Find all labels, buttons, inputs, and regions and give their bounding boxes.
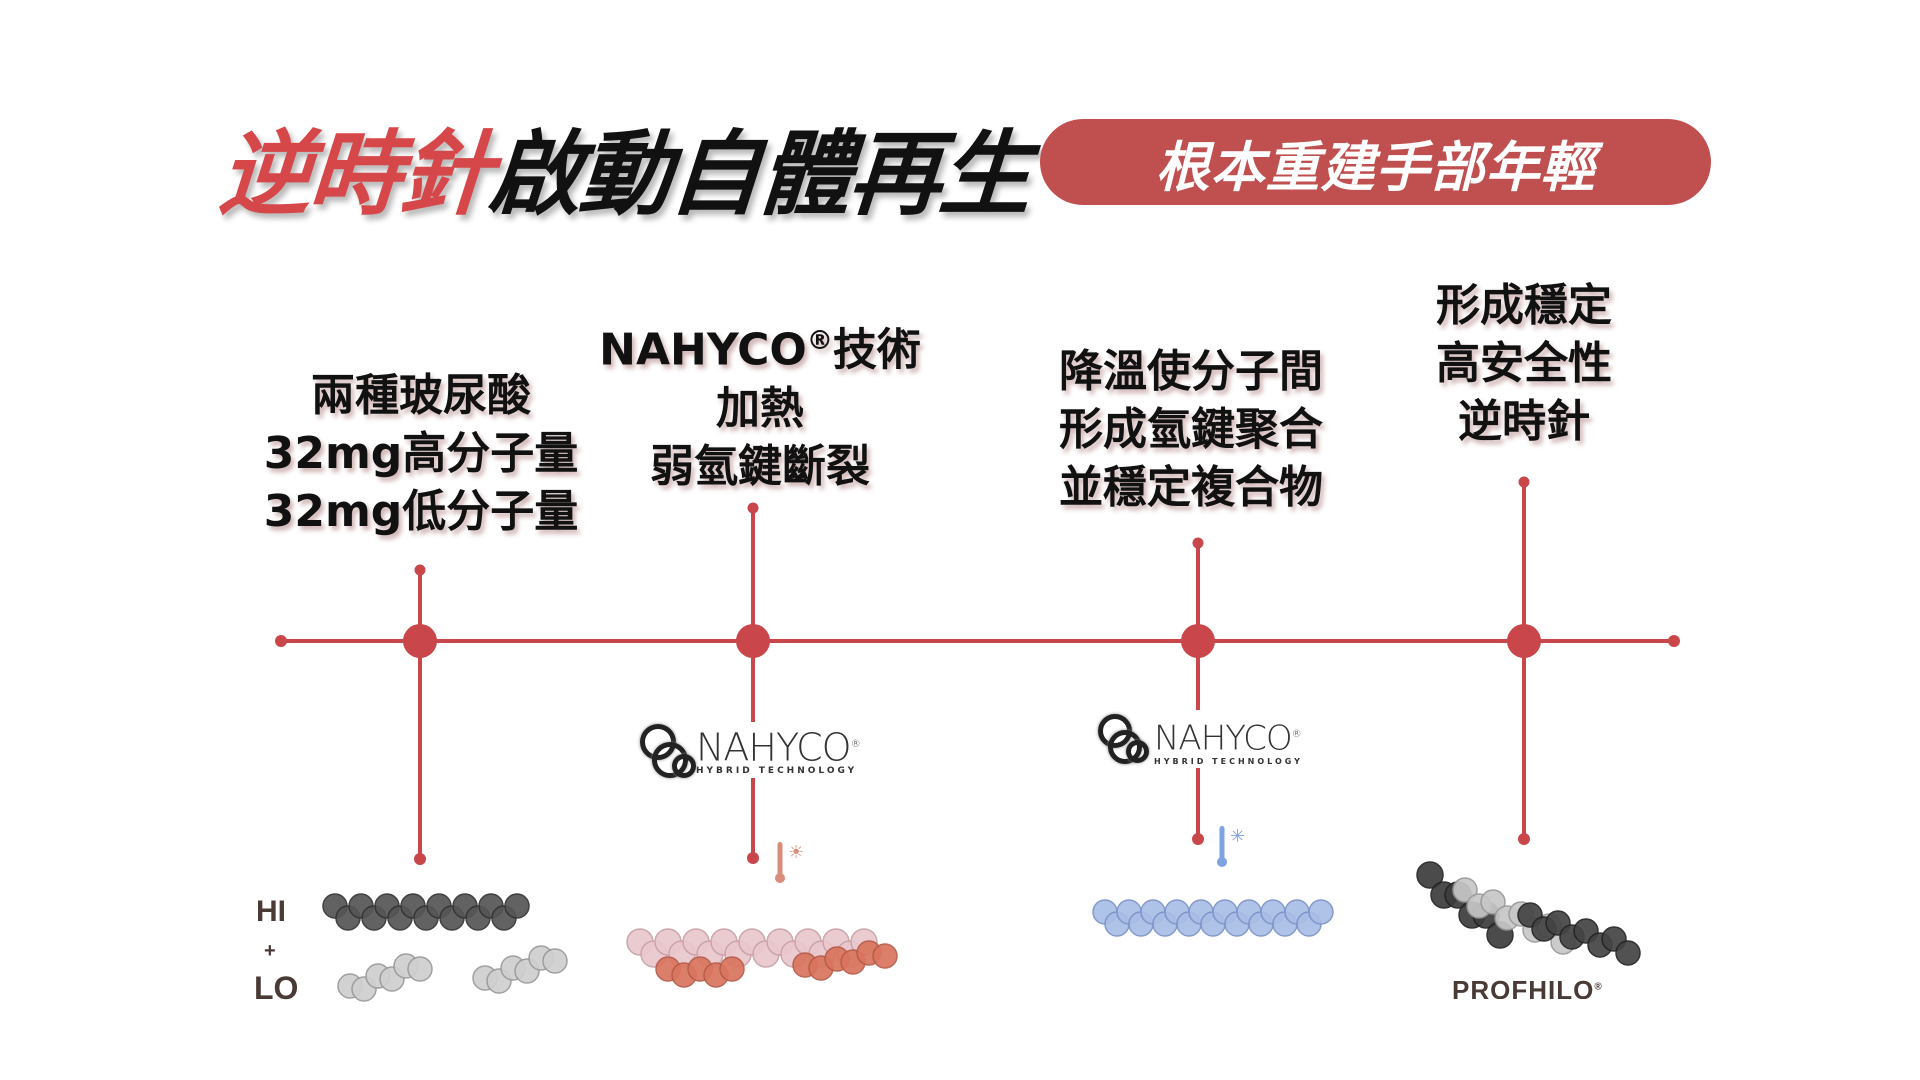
- nahyco-logo-1: NAHYCO®HYBRID TECHNOLOGY: [638, 722, 861, 780]
- molecule-heated: [719, 956, 745, 982]
- stem-top-dot: [1518, 476, 1530, 488]
- timeline-end-dot: [1668, 635, 1680, 647]
- step-line: 32mg低分子量: [263, 486, 579, 537]
- step-4-text: 形成穩定 高安全性 逆時針: [1436, 277, 1612, 451]
- step-line: 32mg高分子量: [263, 428, 579, 479]
- step-line: 形成穩定: [1436, 280, 1612, 331]
- thermometer-sun-icon: ☀: [775, 842, 804, 883]
- step-line: 降溫使分子間: [1059, 346, 1323, 397]
- step-line: 加熱: [715, 382, 804, 434]
- timeline-start-dot: [275, 635, 287, 647]
- molecule-lo: [407, 956, 433, 982]
- stem-bottom-dot: [414, 853, 426, 865]
- timeline-node-4: [1507, 624, 1541, 658]
- timeline-node-1: [403, 624, 437, 658]
- stem-top-dot: [747, 502, 759, 514]
- nahyco-logo-2: NAHYCO®HYBRID TECHNOLOGY: [1096, 712, 1303, 770]
- molecule-profhilo: [1452, 877, 1478, 903]
- step-line: 逆時針: [1458, 396, 1590, 447]
- subtitle-pill: 根本重建手部年輕: [1040, 119, 1711, 205]
- stem-top-dot: [1192, 537, 1204, 549]
- step-line: NAHYCO®技術: [599, 324, 921, 376]
- molecule-profhilo: [1615, 940, 1641, 966]
- timeline-node-3: [1181, 624, 1215, 658]
- molecule-profhilo: [1480, 889, 1506, 915]
- step-line: 弱氫鍵斷裂: [649, 440, 870, 492]
- molecule-profhilo: [1416, 861, 1444, 889]
- step-line: 並穩定複合物: [1059, 462, 1323, 513]
- thermometer-snowflake-icon: ✳: [1217, 826, 1245, 867]
- step-line: 形成氫鍵聚合: [1059, 404, 1323, 455]
- step-line: 兩種玻尿酸: [310, 370, 531, 421]
- hi-label: HI: [256, 895, 286, 928]
- molecule-heated: [872, 943, 898, 969]
- stem-bottom-dot: [1518, 833, 1530, 845]
- stem-bottom-dot: [1192, 833, 1204, 845]
- stem-bottom-dot: [747, 852, 759, 864]
- nahyco-mark-icon: [1096, 712, 1154, 770]
- step-2-text: NAHYCO®技術 加熱 弱氫鍵斷裂: [599, 312, 921, 496]
- step-3-text: 降溫使分子間 形成氫鍵聚合 並穩定複合物: [1059, 343, 1323, 517]
- molecule-lo: [542, 948, 568, 974]
- profhilo-label: PROFHILO®: [1452, 975, 1603, 999]
- molecule-hi: [504, 893, 530, 919]
- plus-label: +: [264, 940, 276, 962]
- timeline-node-2: [736, 624, 770, 658]
- stem-top-dot: [414, 564, 426, 576]
- lo-label: LO: [254, 970, 299, 1000]
- svg-text:✳: ✳: [1230, 826, 1245, 847]
- molecule-cooled: [1308, 899, 1334, 925]
- nahyco-mark-icon: [638, 722, 696, 780]
- step-1-text: 兩種玻尿酸 32mg高分子量 32mg低分子量: [264, 367, 579, 541]
- svg-text:☀: ☀: [788, 842, 804, 863]
- step-line: 高安全性: [1436, 338, 1612, 389]
